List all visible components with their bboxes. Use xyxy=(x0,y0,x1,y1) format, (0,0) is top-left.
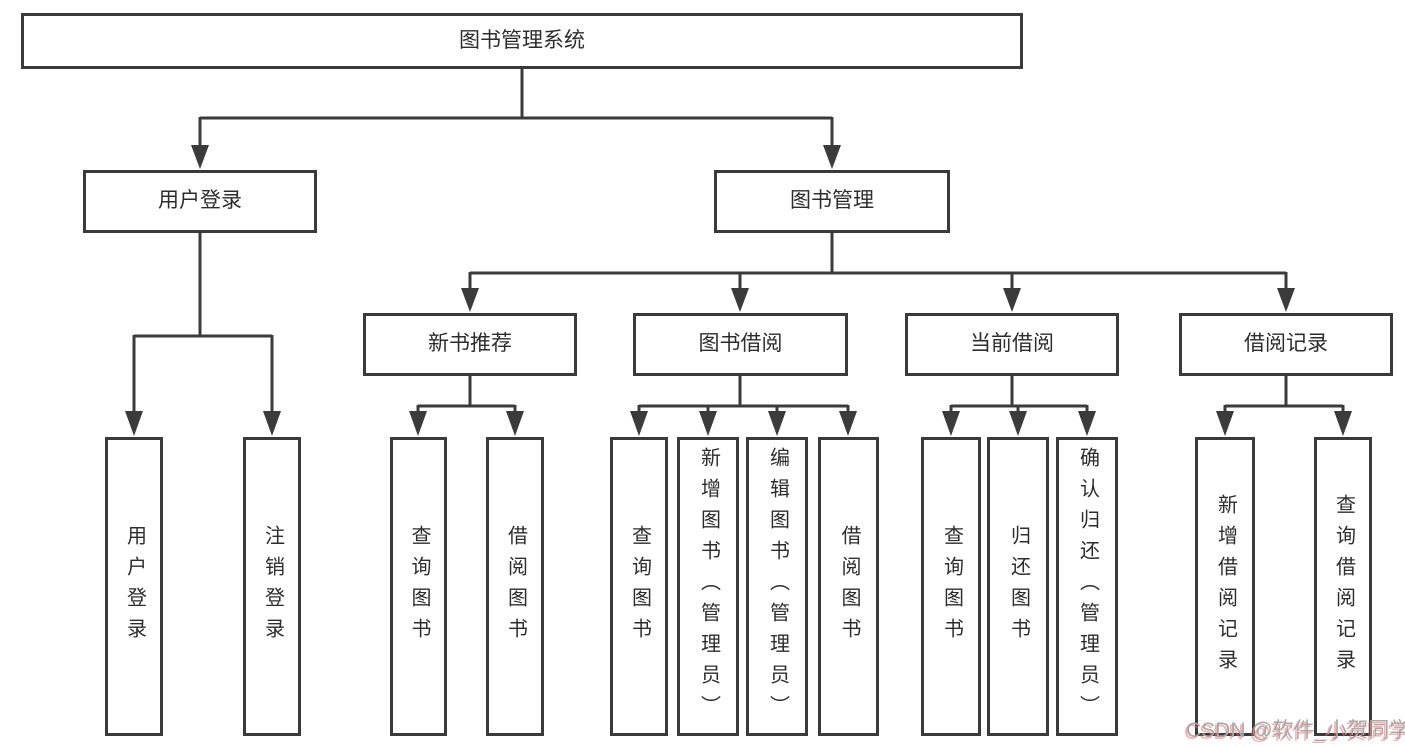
csdn-watermark: CSDN @软件_小贺同学 xyxy=(1186,719,1405,742)
node-nbr-borrow: 借阅图书 xyxy=(486,437,544,736)
node-root: 图书管理系统 xyxy=(21,13,1023,69)
node-user-login-group: 用户登录 xyxy=(83,170,317,233)
node-bb-add: 新增图书（管理员） xyxy=(677,437,739,736)
arrowhead xyxy=(1078,411,1096,436)
node-book-mgmt: 图书管理 xyxy=(714,170,950,233)
arrowhead xyxy=(191,145,209,169)
edges-book-mgmt xyxy=(461,233,1295,312)
edges-book-borrow xyxy=(630,376,857,436)
node-bb-borrow: 借阅图书 xyxy=(818,437,879,736)
edges-new-book-rec xyxy=(409,376,524,436)
node-bb-query: 查询图书 xyxy=(610,437,668,736)
node-nbr-query: 查询图书 xyxy=(390,437,447,736)
node-cb-query: 查询图书 xyxy=(921,437,981,736)
arrowhead xyxy=(461,288,479,312)
arrowhead xyxy=(1334,411,1352,436)
node-user-login: 用户登录 xyxy=(105,437,163,736)
edges-root xyxy=(191,69,841,169)
arrowhead xyxy=(1009,411,1027,436)
arrowhead xyxy=(506,411,524,436)
node-logout: 注销登录 xyxy=(243,437,301,736)
arrowhead xyxy=(731,288,749,312)
edges-current-borrow xyxy=(942,376,1096,436)
node-br-add: 新增借阅记录 xyxy=(1195,437,1255,736)
node-borrow-records: 借阅记录 xyxy=(1179,313,1393,376)
arrowhead xyxy=(263,411,281,436)
arrowhead xyxy=(409,411,427,436)
arrowhead xyxy=(630,411,648,436)
arrowhead xyxy=(839,411,857,436)
node-br-query: 查询借阅记录 xyxy=(1314,437,1372,736)
node-current-borrow: 当前借阅 xyxy=(905,313,1119,376)
arrowhead xyxy=(768,411,786,436)
arrowhead xyxy=(1003,288,1021,312)
node-book-borrow: 图书借阅 xyxy=(633,313,848,376)
node-cb-return: 归还图书 xyxy=(987,437,1049,736)
node-cb-confirm: 确认归还（管理员） xyxy=(1056,437,1118,736)
node-bb-edit: 编辑图书（管理员） xyxy=(746,437,808,736)
arrowhead xyxy=(699,411,717,436)
arrowhead xyxy=(823,145,841,169)
arrowhead xyxy=(1277,288,1295,312)
edges-user-login-group xyxy=(125,233,281,436)
edges-borrow-records xyxy=(1216,376,1352,436)
node-new-book-rec: 新书推荐 xyxy=(363,313,577,376)
arrowhead xyxy=(942,411,960,436)
arrowhead xyxy=(125,411,143,436)
arrowhead xyxy=(1216,411,1234,436)
